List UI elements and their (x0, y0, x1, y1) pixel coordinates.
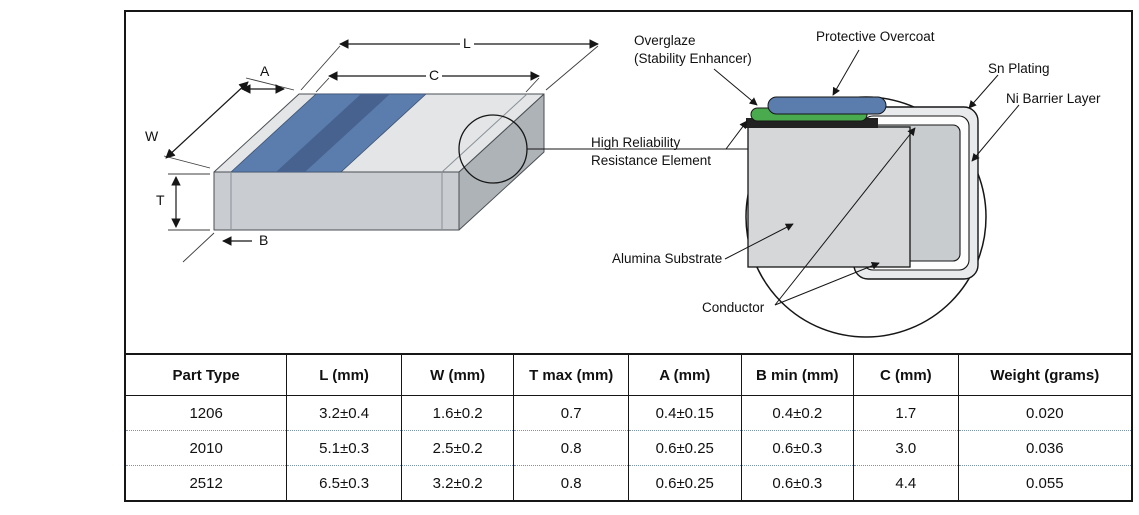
chip-isometric (213, 93, 545, 231)
header-part-type: Part Type (126, 355, 287, 396)
callout-alumina-substrate: Alumina Substrate (612, 251, 723, 266)
table-row: 2512 6.5±0.3 3.2±0.2 0.8 0.6±0.25 0.6±0.… (126, 465, 1131, 500)
extension-lines (163, 45, 599, 263)
header-w: W (mm) (400, 355, 514, 396)
table-cell: 0.036 (957, 430, 1131, 466)
table-cell: 2010 (126, 430, 287, 466)
table-header-row: Part Type L (mm) W (mm) T max (mm) A (mm… (126, 355, 1131, 396)
callout-resistance-element: High Reliability Resistance Element (591, 135, 712, 168)
dim-label-L: L (460, 35, 474, 51)
protective-overcoat-layer (767, 96, 887, 115)
table-cell: 0.6±0.25 (627, 465, 742, 500)
resistor-figure: L C A W T B Overglaze (Stability Enhance… (126, 12, 1131, 353)
resistance-element-layer (746, 118, 878, 128)
alumina-substrate-body (747, 126, 911, 268)
callout-protective-overcoat: Protective Overcoat (816, 29, 935, 44)
table-row: 1206 3.2±0.4 1.6±0.2 0.7 0.4±0.15 0.4±0.… (126, 395, 1131, 431)
table-cell: 0.7 (513, 395, 629, 431)
table-cell: 0.6±0.3 (740, 465, 854, 500)
header-weight: Weight (grams) (957, 355, 1131, 396)
table-cell: 2512 (126, 465, 287, 500)
table-cell: 3.2±0.2 (400, 465, 514, 500)
table-cell: 6.5±0.3 (286, 465, 402, 500)
header-tmax: T max (mm) (513, 355, 629, 396)
header-bmin: B min (mm) (740, 355, 854, 396)
header-c: C (mm) (853, 355, 959, 396)
termination-cross-section (745, 96, 987, 338)
dimension-table-section: Part Type L (mm) W (mm) T max (mm) A (mm… (126, 353, 1131, 500)
table-cell: 4.4 (853, 465, 959, 500)
dim-label-C: C (426, 67, 443, 83)
table-cell: 3.2±0.4 (286, 395, 402, 431)
callout-ni-barrier-layer: Ni Barrier Layer (1006, 91, 1101, 106)
table-cell: 1.6±0.2 (400, 395, 514, 431)
resistor-diagram-svg (163, 39, 1020, 338)
datasheet-panel: L C A W T B Overglaze (Stability Enhance… (124, 10, 1133, 502)
dim-label-B: B (256, 232, 272, 248)
header-a: A (mm) (627, 355, 742, 396)
table-cell: 5.1±0.3 (286, 430, 402, 466)
table-cell: 0.6±0.25 (627, 430, 742, 466)
table-cell: 2.5±0.2 (400, 430, 514, 466)
callout-conductor: Conductor (702, 300, 765, 315)
table-cell: 0.8 (513, 430, 629, 466)
table-cell: 1.7 (853, 395, 959, 431)
dim-label-W: W (142, 128, 162, 144)
dimension-arrows (165, 39, 599, 246)
table-cell: 3.0 (853, 430, 959, 466)
table-cell: 0.055 (957, 465, 1131, 500)
callout-overglaze: Overglaze (Stability Enhancer) (634, 33, 752, 66)
table-cell: 0.020 (957, 395, 1131, 431)
table-cell: 0.8 (513, 465, 629, 500)
table-cell: 0.6±0.3 (740, 430, 854, 466)
header-l: L (mm) (286, 355, 402, 396)
table-cell: 0.4±0.2 (740, 395, 854, 431)
table-cell: 0.4±0.15 (627, 395, 742, 431)
dimension-table: Part Type L (mm) W (mm) T max (mm) A (mm… (126, 355, 1131, 500)
table-row: 2010 5.1±0.3 2.5±0.2 0.8 0.6±0.25 0.6±0.… (126, 430, 1131, 466)
callout-sn-plating: Sn Plating (988, 61, 1050, 76)
callout-leader-lines (713, 49, 1020, 306)
dim-label-A: A (257, 63, 273, 79)
dim-label-T: T (153, 192, 168, 208)
table-cell: 1206 (189, 404, 223, 422)
